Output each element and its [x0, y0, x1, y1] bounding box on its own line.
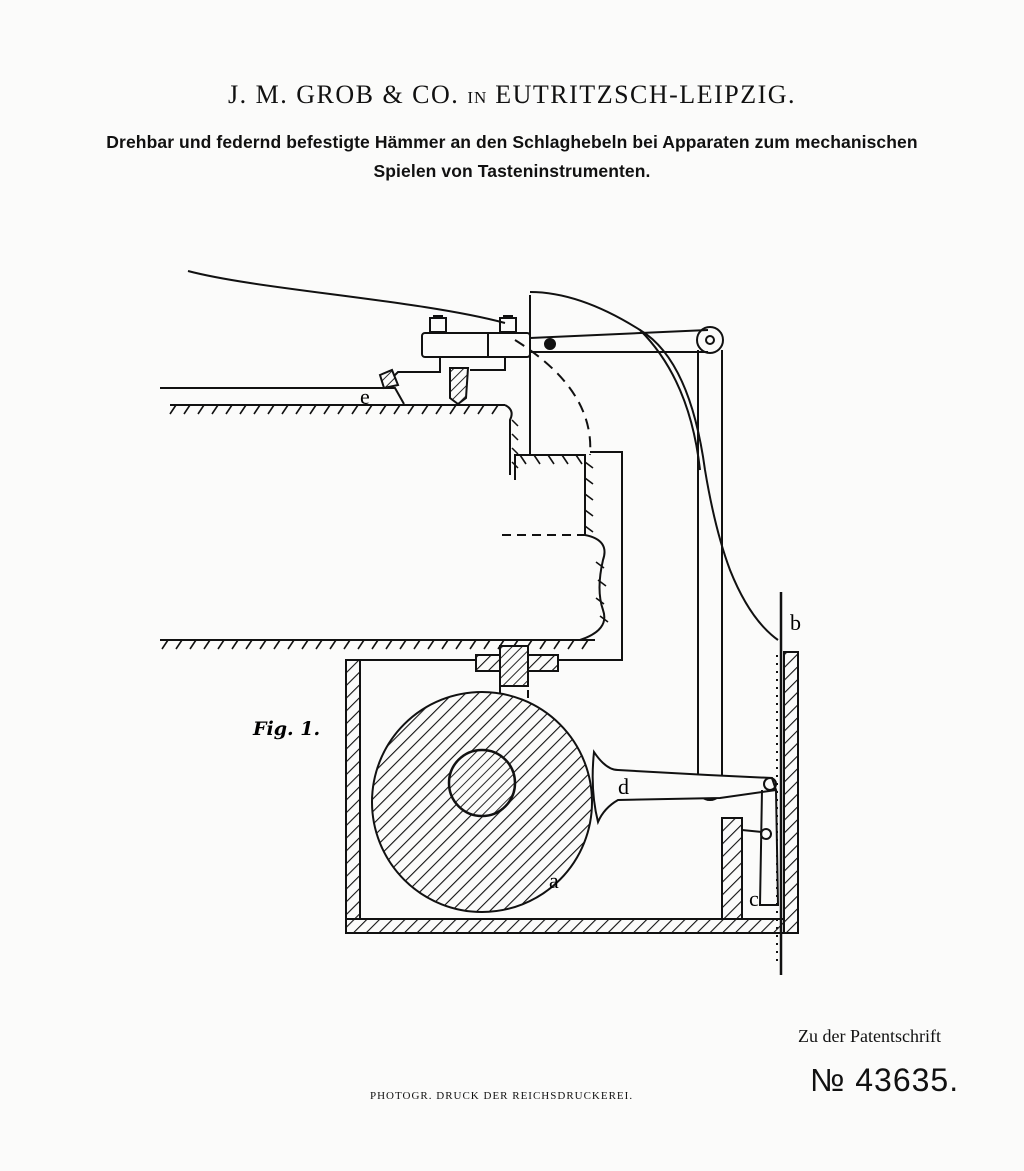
hammer-arm-right	[470, 357, 505, 370]
spring-wire	[640, 330, 778, 640]
trigger-c	[760, 790, 778, 905]
label-e: e	[360, 384, 370, 409]
casing-right-wall	[784, 652, 798, 933]
label-b: b	[790, 610, 801, 635]
patent-reference: Zu der Patentschrift	[798, 1026, 941, 1047]
hammer-guard	[530, 292, 700, 470]
casing-step	[722, 818, 742, 919]
casing-floor	[346, 919, 786, 933]
key-bed-edge	[505, 405, 512, 475]
hammer-felt-left	[380, 370, 398, 388]
upper-joint	[697, 327, 723, 353]
hammer-lever	[422, 333, 530, 357]
nut-left	[430, 318, 446, 332]
printer-credit: PHOTOGR. DRUCK DER REICHSDRUCKEREI.	[370, 1090, 633, 1102]
key-surface-hatch	[170, 405, 498, 414]
hammer-felt-right	[450, 368, 468, 404]
screw	[500, 646, 528, 686]
patent-number: № 43635.	[810, 1062, 959, 1099]
casing-left-wall	[346, 660, 360, 933]
spring-line	[188, 271, 505, 323]
roller-axle	[449, 750, 515, 816]
beam-hatch	[162, 455, 608, 649]
figure-label: Fig. 1.	[252, 718, 320, 740]
beam-outline	[160, 455, 605, 640]
label-a: a	[549, 868, 559, 893]
label-c: c	[749, 886, 759, 911]
pivot-point	[545, 339, 555, 349]
nut-right	[500, 318, 516, 332]
label-d: d	[618, 774, 629, 799]
